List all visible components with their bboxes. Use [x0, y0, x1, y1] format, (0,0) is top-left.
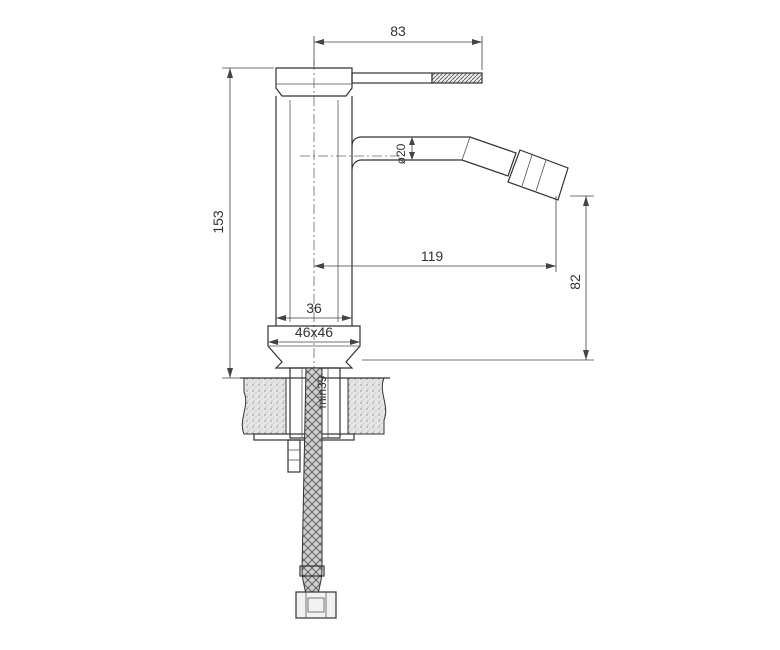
dim-36-label: 36 — [306, 300, 322, 316]
faucet-body — [267, 67, 483, 369]
dimension-diameter-20: ø20 — [394, 137, 415, 164]
spout-nozzle — [507, 149, 569, 201]
dimension-82: 82 — [362, 195, 594, 361]
lever-grip — [431, 72, 483, 84]
dimension-119: 119 — [314, 196, 557, 272]
lever-handle — [351, 72, 433, 84]
supply-hose — [295, 367, 337, 619]
countertop-section — [240, 367, 390, 473]
dimension-46x46: 46x46 — [268, 324, 360, 345]
countertop-right — [347, 377, 387, 435]
mounting-stud — [287, 439, 301, 473]
dimension-83: 83 — [313, 23, 483, 70]
hose-nut — [295, 591, 337, 619]
top-cap — [275, 67, 353, 97]
spout-arm — [351, 136, 517, 177]
base-flange — [267, 325, 361, 369]
dimension-min39: min39 — [315, 375, 329, 408]
dim-119-label: 119 — [421, 248, 444, 264]
hose-ferrule — [299, 565, 325, 577]
dimension-153: 153 — [210, 67, 274, 379]
spout — [351, 136, 569, 201]
mounting-plate — [253, 433, 355, 441]
dim-83-label: 83 — [390, 23, 406, 39]
dim-diameter-20-label: ø20 — [394, 143, 408, 164]
countertop-left — [241, 377, 287, 435]
dim-153-label: 153 — [210, 210, 226, 234]
dim-min39-label: min39 — [315, 375, 329, 408]
dim-46x46-label: 46x46 — [295, 324, 333, 340]
dimension-36: 36 — [276, 300, 352, 321]
dim-82-label: 82 — [567, 274, 583, 290]
